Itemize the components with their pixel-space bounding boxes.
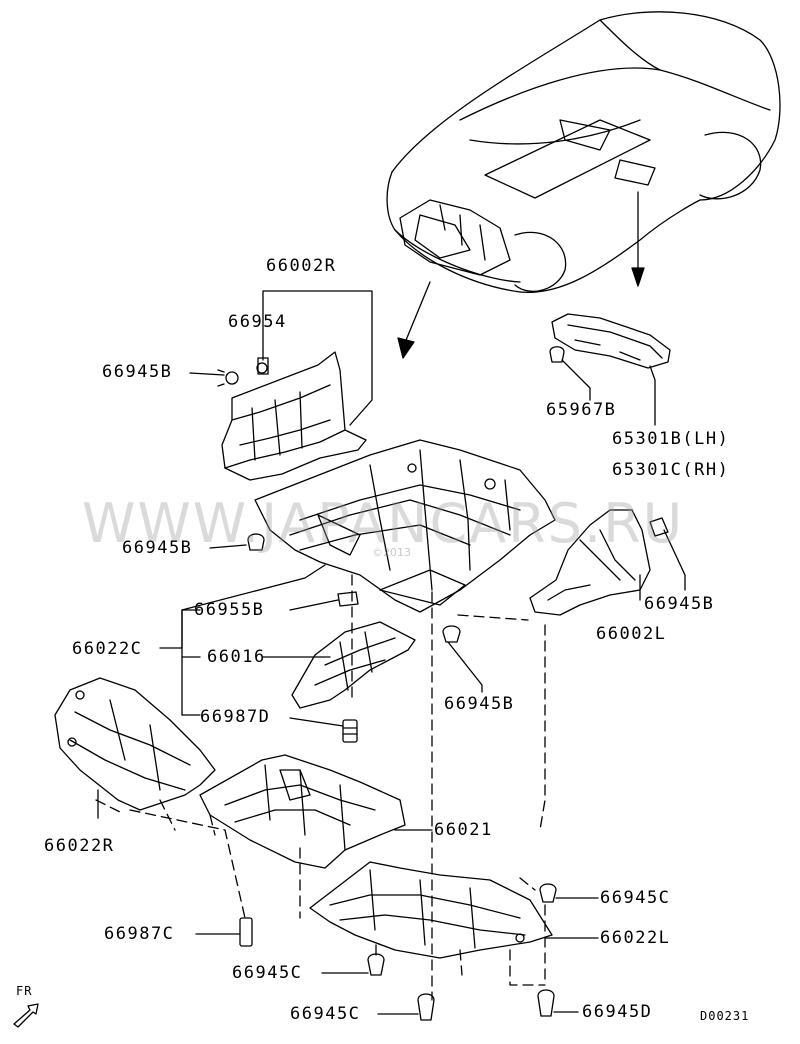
label-66002R: 66002R [266, 256, 337, 276]
part-65301-shape [549, 313, 671, 369]
clip-66945B-center [442, 625, 461, 643]
plate-66955B [337, 591, 359, 607]
label-66022L: 66022L [600, 928, 671, 948]
label-66945D: 66945D [582, 1002, 653, 1022]
label-66021: 66021 [434, 820, 493, 840]
part-66021-shape [199, 754, 406, 869]
label-66945C-lower: 66945C [232, 963, 303, 983]
diagram-code: D00231 [700, 1009, 750, 1023]
car-outline [386, 11, 781, 294]
label-65301C: 65301C(RH) [612, 460, 730, 480]
label-66945B-right: 66945B [644, 594, 715, 614]
part-66022L-shape [309, 861, 553, 959]
callout-arrows [397, 191, 645, 359]
label-66002L: 66002L [596, 624, 667, 644]
label-65967B: 65967B [546, 400, 617, 420]
clips-bottom [239, 883, 557, 1021]
label-66987C: 66987C [104, 924, 175, 944]
part-66002L-shape [529, 509, 669, 616]
label-66016: 66016 [207, 647, 266, 667]
part-66016-shape [291, 621, 416, 709]
bolt-66987D [342, 719, 358, 743]
watermark-sub: ©2013 [372, 546, 411, 559]
label-66954: 66954 [228, 312, 287, 332]
label-66945C-right: 66945C [600, 888, 671, 908]
label-66987D: 66987D [200, 707, 271, 727]
label-66945C-bottom: 66945C [290, 1004, 361, 1024]
clip-66945B-upper [217, 369, 239, 387]
clip-66945B-middle [247, 533, 265, 551]
leader-lines [97, 290, 686, 1015]
label-66955B: 66955B [194, 600, 265, 620]
part-66002R-shape [221, 351, 367, 481]
label-66022C: 66022C [72, 639, 143, 659]
label-66945B-middle: 66945B [122, 538, 193, 558]
label-66945B-center: 66945B [444, 694, 515, 714]
fr-arrow-icon [13, 1003, 39, 1028]
part-66022R-shape [54, 677, 216, 811]
watermark: WWW.JAPANCARS.RU [82, 492, 685, 555]
label-66945B-upper: 66945B [102, 362, 173, 382]
main-undercover-shape [254, 439, 556, 613]
label-65301B: 65301B(LH) [612, 429, 730, 449]
label-66022R: 66022R [44, 836, 115, 856]
assembly-lines [95, 574, 546, 1001]
label-fr: FR [16, 984, 33, 998]
